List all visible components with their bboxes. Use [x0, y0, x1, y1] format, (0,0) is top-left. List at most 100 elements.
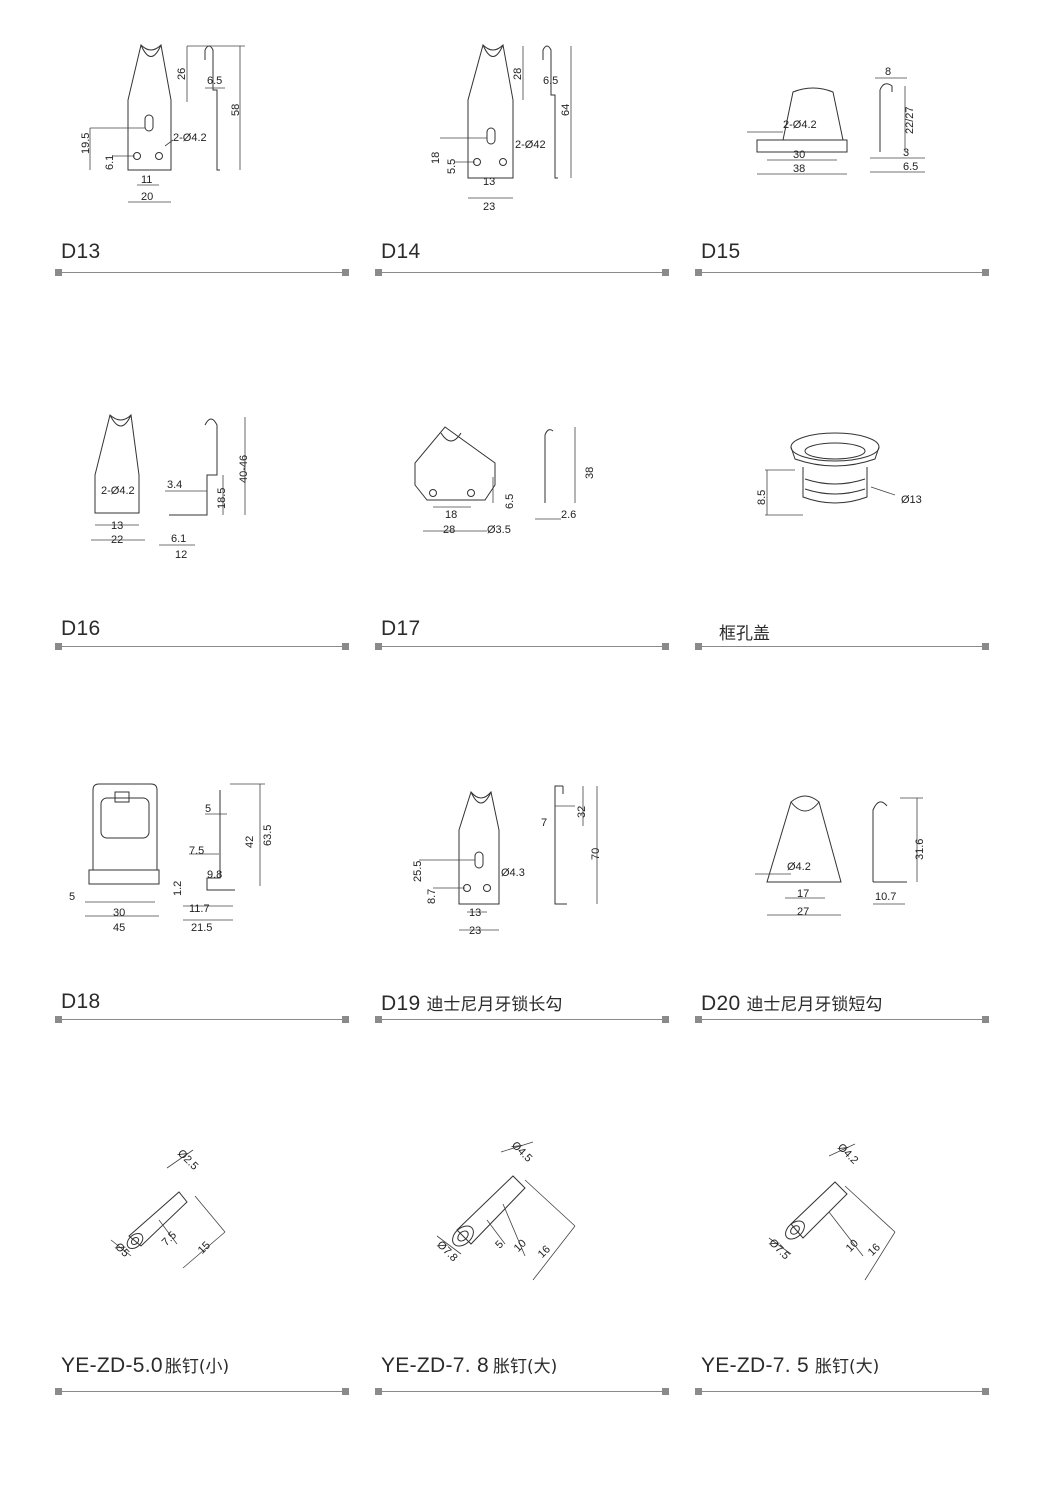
ye-zd-5-0-dim-3: 7.5	[160, 1229, 179, 1248]
item-frame-hole-cover: 8.5 Ø13 框孔盖	[695, 395, 990, 715]
ye-zd-7-8-desc: 胀钉(大)	[493, 1357, 558, 1377]
d13-caption: D13	[61, 240, 100, 264]
d14-dim-8: 23	[483, 201, 495, 213]
d16-dim-3: 22	[111, 534, 123, 546]
d19-dim-5: 8.7	[426, 889, 438, 904]
d14-rule	[375, 269, 669, 276]
d19-dim-3: 70	[590, 848, 602, 860]
d20-dim-4: 31.6	[914, 839, 926, 860]
d13-dim-1: 26	[176, 68, 188, 80]
item-d17: 18 28 6.5 Ø3.5 38 2.6 D17	[375, 395, 670, 715]
d18-dim-4: 7.5	[189, 845, 204, 857]
d18-dim-6: 9.8	[207, 869, 222, 881]
d16-code: D16	[61, 617, 101, 640]
cover-dim-1: 8.5	[756, 490, 768, 505]
ye-zd-7-8-dim-4: 10	[512, 1237, 529, 1254]
ye-zd-7-8-rule	[375, 1388, 669, 1395]
ye-zd-5-0-desc: 胀钉(小)	[164, 1357, 230, 1377]
d19-dim-7: 13	[469, 907, 481, 919]
d16-dim-4: 3.4	[167, 479, 182, 491]
d15-dim-5: 38	[793, 163, 805, 175]
d17-rule	[375, 643, 669, 650]
d18-dim-10: 30	[113, 907, 125, 919]
d19-drawing: 7 32 70 25.5 8.7 Ø4.3 13 23	[412, 785, 602, 937]
ye-zd-7-5-desc: 胀钉(大)	[815, 1357, 880, 1377]
ye-zd-5-0-code: YE-ZD-5.0	[61, 1354, 163, 1377]
d14-dim-1: 28	[512, 68, 524, 80]
d18-drawing: 5 42 63.5 7.5 1.2 9.8 11.7 21.5 5 30 45	[69, 783, 274, 934]
d15-dim-4: 30	[793, 149, 805, 161]
d19-code: D19	[381, 992, 421, 1015]
d20-dim-2: 17	[797, 888, 809, 900]
d19-dim-4: 25.5	[412, 861, 424, 882]
d17-dim-5: 38	[584, 467, 596, 479]
d14-dim-2: 6.5	[543, 75, 558, 87]
d16-dim-7: 6.1	[171, 533, 186, 545]
ye-zd-5-0-dim-4: 15	[196, 1239, 213, 1256]
d13-dim-4: 19.5	[80, 133, 92, 154]
ye-zd-5-0-drawing: Ø2.5 Ø5 7.5 15	[110, 1147, 226, 1269]
d15-drawing: 8 2-Ø4.2 22/27 30 38 3 6.5	[747, 66, 925, 175]
d15-dim-3: 22/27	[904, 106, 916, 134]
d14-dim-4: 18	[430, 152, 442, 164]
d19-dim-6: Ø4.3	[501, 867, 525, 879]
d13-dim-5: 2-Ø4.2	[173, 132, 207, 144]
d20-dim-5: 10.7	[875, 891, 896, 903]
d14-dim-7: 13	[483, 176, 495, 188]
d19-dim-1: 7	[541, 817, 547, 829]
ye-zd-7-5-rule	[695, 1388, 989, 1395]
item-d15: 8 2-Ø4.2 22/27 30 38 3 6.5 D15	[695, 20, 990, 340]
d18-dim-7: 11.7	[189, 903, 210, 915]
d18-dim-3: 63.5	[262, 825, 274, 846]
cover-dim-2: Ø13	[901, 494, 922, 506]
d19-desc: 迪士尼月牙锁长勾	[426, 995, 563, 1015]
d16-rule	[55, 643, 349, 650]
d17-dim-2: 28	[443, 524, 455, 536]
ye-zd-7-5-dim-1: Ø4.2	[835, 1141, 860, 1166]
d17-code: D17	[381, 617, 421, 640]
d19-rule	[375, 1016, 669, 1023]
ye-zd-7-5-code: YE-ZD-7. 5	[701, 1354, 810, 1377]
cover-rule	[695, 643, 989, 650]
d17-caption: D17	[381, 617, 420, 641]
d18-rule	[55, 1016, 349, 1023]
d14-dim-5: 2-Ø42	[515, 139, 546, 151]
d15-dim-6: 3	[903, 147, 909, 159]
d15-code: D15	[701, 240, 741, 263]
d17-dim-1: 18	[445, 509, 457, 521]
d18-dim-2: 42	[244, 836, 256, 848]
item-d13: 26 6.5 58 19.5 2-Ø4.2 6.1 11 20 D13	[55, 20, 350, 340]
d13-dim-8: 20	[141, 191, 153, 203]
d13-dim-3: 58	[230, 104, 242, 116]
item-d16: 2-Ø4.2 13 22 3.4 18.5 40-46 6.1 12 D16	[55, 395, 350, 715]
ye-zd-7-5-drawing: Ø4.2 Ø7.5 10 16	[766, 1141, 896, 1281]
d19-dim-2: 32	[576, 806, 588, 818]
d17-drawing: 18 28 6.5 Ø3.5 38 2.6	[414, 426, 596, 536]
d20-code: D20	[701, 992, 741, 1015]
d15-caption: D15	[701, 240, 740, 264]
d16-caption: D16	[61, 617, 100, 641]
d18-dim-1: 5	[205, 803, 211, 815]
d16-dim-8: 12	[175, 549, 187, 561]
d19-dim-8: 23	[469, 925, 481, 937]
d16-dim-5: 18.5	[216, 488, 228, 509]
d17-dim-6: 2.6	[561, 509, 576, 521]
d13-dim-2: 6.5	[207, 75, 222, 87]
d16-drawing: 2-Ø4.2 13 22 3.4 18.5 40-46 6.1 12	[91, 413, 250, 561]
d18-caption: D18	[61, 990, 100, 1014]
d13-dim-6: 6.1	[104, 155, 116, 170]
d13-code: D13	[61, 240, 101, 263]
d13-dim-7: 11	[141, 174, 152, 186]
d14-code: D14	[381, 240, 421, 263]
d14-drawing: 28 6.5 64 18 2-Ø42 5.5 13 23	[430, 43, 572, 213]
